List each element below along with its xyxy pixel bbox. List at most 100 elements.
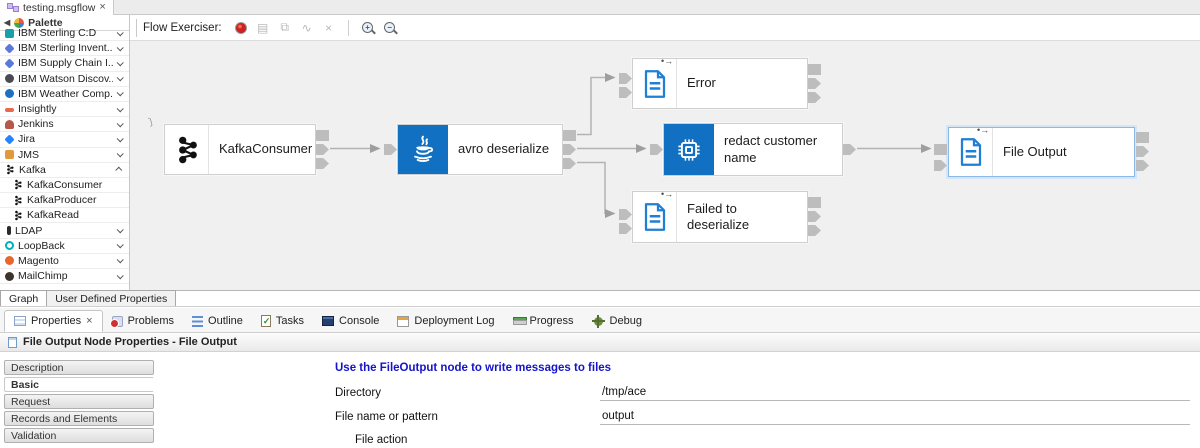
palette-item-kafkaconsumer[interactable]: KafkaConsumer bbox=[0, 178, 129, 194]
node-avro-deserialize[interactable]: avro deserialize bbox=[384, 124, 576, 175]
path-icon: ∿ bbox=[301, 20, 312, 35]
chevron-down-icon[interactable] bbox=[116, 256, 124, 264]
palette-item-ldap[interactable]: LDAP bbox=[0, 223, 129, 239]
input-terminal[interactable] bbox=[619, 209, 632, 220]
input-terminal[interactable] bbox=[619, 73, 632, 84]
tab-console[interactable]: Console bbox=[313, 310, 388, 332]
node-redact-customer-name[interactable]: redact customer name bbox=[650, 123, 856, 176]
close-icon[interactable]: × bbox=[99, 1, 106, 13]
send-message-button[interactable]: ▤ bbox=[254, 19, 272, 37]
chevron-down-icon[interactable] bbox=[116, 59, 124, 67]
output-terminal[interactable] bbox=[843, 144, 856, 155]
tab-deployment-log[interactable]: Deployment Log bbox=[388, 310, 503, 332]
input-terminal[interactable] bbox=[934, 160, 947, 171]
chevron-down-icon[interactable] bbox=[116, 226, 124, 234]
chevron-down-icon[interactable] bbox=[116, 89, 124, 97]
chevron-down-icon[interactable] bbox=[116, 44, 124, 52]
tab-user-defined-properties[interactable]: User Defined Properties bbox=[46, 290, 177, 306]
copy-message-button[interactable]: ⧉ bbox=[276, 19, 294, 37]
tab-problems[interactable]: Problems bbox=[103, 310, 183, 332]
output-terminal[interactable] bbox=[1136, 146, 1149, 157]
palette-item-kafkaread[interactable]: KafkaRead bbox=[0, 208, 129, 224]
output-terminal[interactable] bbox=[808, 197, 821, 208]
stop-exerciser-button[interactable]: × bbox=[320, 19, 338, 37]
file-name-field[interactable]: output bbox=[600, 410, 1190, 425]
tab-testing-msgflow[interactable]: testing.msgflow × bbox=[0, 0, 114, 15]
output-terminal[interactable] bbox=[808, 225, 821, 236]
palette-item-ibm-sterling-inventory[interactable]: IBM Sterling Invent... bbox=[0, 41, 129, 57]
collapse-palette-icon[interactable]: ◀ bbox=[4, 18, 11, 27]
tab-progress[interactable]: Progress bbox=[504, 310, 583, 332]
node-kafkaconsumer[interactable]: 〕 KafkaConsumer bbox=[148, 116, 329, 175]
node-error[interactable]: •→ Error bbox=[619, 57, 821, 109]
close-icon[interactable]: × bbox=[86, 314, 93, 327]
tab-properties[interactable]: Properties × bbox=[4, 310, 103, 332]
prop-tab-description[interactable]: Description bbox=[4, 360, 154, 375]
tab-graph[interactable]: Graph bbox=[0, 290, 48, 306]
file-action-field[interactable] bbox=[600, 434, 1190, 448]
palette-item-jira[interactable]: Jira bbox=[0, 132, 129, 148]
tab-outline[interactable]: Outline bbox=[183, 310, 252, 332]
input-terminal[interactable] bbox=[934, 144, 947, 155]
output-terminal[interactable] bbox=[316, 144, 329, 155]
directory-field[interactable]: /tmp/ace bbox=[600, 386, 1190, 401]
output-terminal[interactable] bbox=[1136, 132, 1149, 143]
input-terminal[interactable] bbox=[619, 87, 632, 98]
chevron-down-icon[interactable] bbox=[116, 104, 124, 112]
output-terminal[interactable] bbox=[808, 64, 821, 75]
java-compute-node-icon bbox=[398, 125, 448, 174]
tab-debug[interactable]: Debug bbox=[583, 310, 651, 332]
chevron-down-icon[interactable] bbox=[116, 74, 124, 82]
loopback-icon bbox=[5, 241, 14, 251]
chevron-up-icon[interactable] bbox=[115, 166, 123, 175]
flow-canvas[interactable]: 〕 KafkaConsumer avro deserialize bbox=[130, 41, 1200, 290]
tab-tasks[interactable]: Tasks bbox=[252, 310, 313, 332]
palette-item-magento[interactable]: Magento bbox=[0, 254, 129, 269]
palette-item-kafkaproducer[interactable]: KafkaProducer bbox=[0, 193, 129, 209]
node-description-link[interactable]: Use the FileOutput node to write message… bbox=[335, 362, 612, 374]
palette-item-insightly[interactable]: Insightly bbox=[0, 102, 129, 118]
chevron-down-icon[interactable] bbox=[116, 241, 124, 249]
palette-item-jenkins[interactable]: Jenkins bbox=[0, 117, 129, 133]
input-terminal[interactable] bbox=[650, 144, 663, 155]
palette-header[interactable]: ◀ Palette bbox=[0, 15, 129, 31]
chevron-down-icon[interactable] bbox=[116, 135, 124, 143]
output-terminal[interactable] bbox=[316, 130, 329, 141]
prop-tab-request[interactable]: Request bbox=[4, 394, 154, 409]
node-failed-to-deserialize[interactable]: •→ Failed to deserialize bbox=[619, 190, 821, 243]
show-recorded-path-button[interactable]: ∿ bbox=[298, 19, 316, 37]
palette-item-mailchimp[interactable]: MailChimp bbox=[0, 269, 129, 285]
connection-avro-to-error[interactable] bbox=[577, 73, 616, 136]
output-terminal[interactable] bbox=[563, 158, 576, 169]
prop-tab-basic[interactable]: Basic bbox=[4, 377, 154, 392]
zoom-out-button[interactable]: − bbox=[381, 19, 399, 37]
input-terminal[interactable] bbox=[619, 223, 632, 234]
output-terminal[interactable] bbox=[808, 211, 821, 222]
output-terminal[interactable] bbox=[563, 130, 576, 141]
flow-order-icon: •→ bbox=[977, 125, 990, 135]
palette-item-ibm-supply-chain[interactable]: IBM Supply Chain I... bbox=[0, 56, 129, 72]
palette-item-jms[interactable]: JMS bbox=[0, 148, 129, 163]
record-flow-button[interactable] bbox=[232, 19, 250, 37]
output-terminal[interactable] bbox=[808, 92, 821, 103]
chevron-down-icon[interactable] bbox=[116, 119, 124, 128]
prop-tab-records-and-elements[interactable]: Records and Elements bbox=[4, 411, 154, 426]
palette-item-loopback[interactable]: LoopBack bbox=[0, 239, 129, 254]
prop-tab-validation[interactable]: Validation bbox=[4, 428, 154, 443]
zoom-in-button[interactable]: + bbox=[359, 19, 377, 37]
node-properties-icon bbox=[8, 336, 17, 348]
connection-avro-to-failed[interactable] bbox=[577, 161, 616, 218]
output-terminal[interactable] bbox=[1136, 160, 1149, 171]
palette-item-ibm-weather-company[interactable]: IBM Weather Comp... bbox=[0, 87, 129, 102]
input-terminal[interactable] bbox=[384, 144, 397, 155]
output-terminal[interactable] bbox=[808, 78, 821, 89]
palette-item-ibm-watson-discovery[interactable]: IBM Watson Discov... bbox=[0, 72, 129, 87]
output-terminal[interactable] bbox=[563, 144, 576, 155]
node-file-output[interactable]: •→ File Output bbox=[934, 125, 1149, 177]
chevron-down-icon[interactable] bbox=[116, 28, 124, 36]
palette-item-ibm-sterling-cd[interactable]: IBM Sterling C:D bbox=[0, 26, 129, 42]
palette-item-kafka[interactable]: Kafka bbox=[0, 163, 129, 178]
output-terminal[interactable] bbox=[316, 158, 329, 169]
chevron-down-icon[interactable] bbox=[116, 150, 124, 158]
chevron-down-icon[interactable] bbox=[116, 271, 124, 279]
